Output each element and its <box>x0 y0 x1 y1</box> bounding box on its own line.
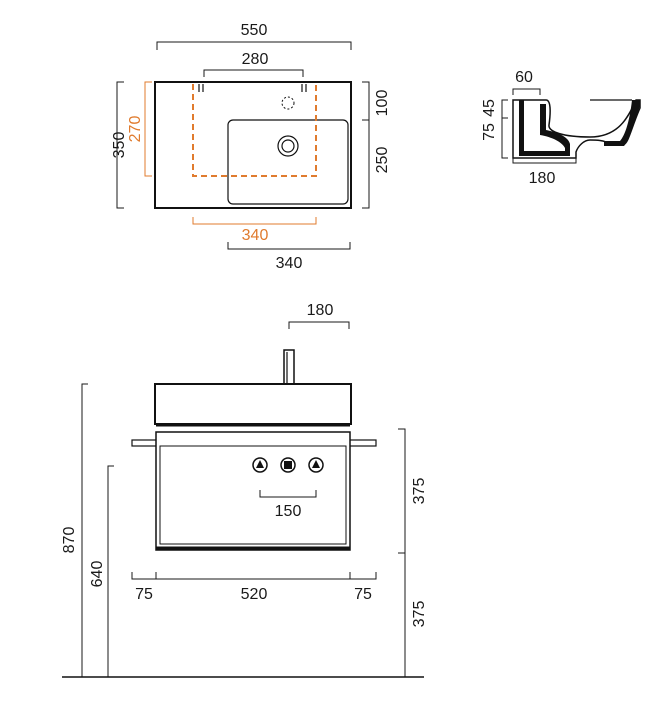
drain-inner-icon <box>281 139 295 153</box>
dimension-line-tap-offset <box>288 321 350 329</box>
dimension-depth-total: 350 <box>111 132 128 159</box>
dimension-rim-offset: 60 <box>515 69 533 86</box>
dimension-line-cabinet-depth <box>144 81 152 177</box>
section-rim <box>604 100 640 146</box>
dimension-total-height: 870 <box>61 527 78 554</box>
dimension-line-tap-spacing <box>203 69 304 77</box>
tap-hole-icon <box>281 96 295 110</box>
dimension-tap-spacing: 280 <box>242 51 269 68</box>
dimension-line-right <box>362 81 370 209</box>
bowl-outline <box>227 119 349 205</box>
dimension-depth-bowl: 250 <box>374 147 391 174</box>
dimension-upper-drop: 375 <box>411 478 428 505</box>
dimension-right-overhang: 75 <box>354 586 372 603</box>
dimension-line-cabinet-width <box>192 217 317 225</box>
dimension-height-upper: 45 <box>481 99 498 117</box>
dimension-line-rim-offset <box>512 88 541 95</box>
top-view: 550 280 350 270 100 250 340 340 <box>111 22 391 272</box>
center-control-square-icon <box>284 461 292 469</box>
front-view: 180 150 75 520 75 870 640 3 <box>61 302 428 678</box>
drain-outer-icon <box>277 135 299 157</box>
basin-outline <box>154 81 352 209</box>
section-profile <box>512 99 641 159</box>
dimension-line-height <box>501 99 508 159</box>
dimension-lower-drop: 375 <box>411 601 428 628</box>
dimension-depth-rear: 100 <box>374 90 391 117</box>
section-view: 60 45 75 180 <box>481 69 641 187</box>
right-control-arrow-icon <box>312 460 320 468</box>
dimension-cabinet-width: 340 <box>242 227 269 244</box>
dimension-control-spacing: 150 <box>275 503 302 520</box>
dimension-rail-height: 640 <box>89 561 106 588</box>
dimension-line-frame <box>131 572 377 580</box>
dimension-bowl-depth: 180 <box>529 170 556 187</box>
tap-icon <box>283 349 295 386</box>
dimension-line-right-height <box>398 428 406 677</box>
dimension-cabinet-depth: 270 <box>127 116 144 143</box>
dimension-line-rail-height <box>107 465 114 677</box>
dimension-line-bowl-width <box>227 242 351 250</box>
dimension-height-lower: 75 <box>481 123 498 141</box>
dimension-frame-width: 520 <box>241 586 268 603</box>
dimension-line-bowl-depth <box>512 156 577 164</box>
dimension-bowl-width: 340 <box>276 255 303 272</box>
dimension-line-width <box>156 41 352 50</box>
dimension-line-total-height <box>81 383 88 677</box>
cabinet-outline-dashed <box>192 84 317 177</box>
dimension-line-control-spacing <box>259 490 317 498</box>
dimension-left-overhang: 75 <box>135 586 153 603</box>
section-wall <box>513 100 570 156</box>
dimension-width-total: 550 <box>241 22 268 39</box>
left-control-arrow-icon <box>256 460 264 468</box>
dimension-tap-offset: 180 <box>307 302 334 319</box>
cabinet-frame <box>155 431 351 551</box>
basin-front <box>154 383 352 425</box>
cabinet-inner <box>159 445 347 545</box>
dimension-line-depth <box>116 81 124 209</box>
